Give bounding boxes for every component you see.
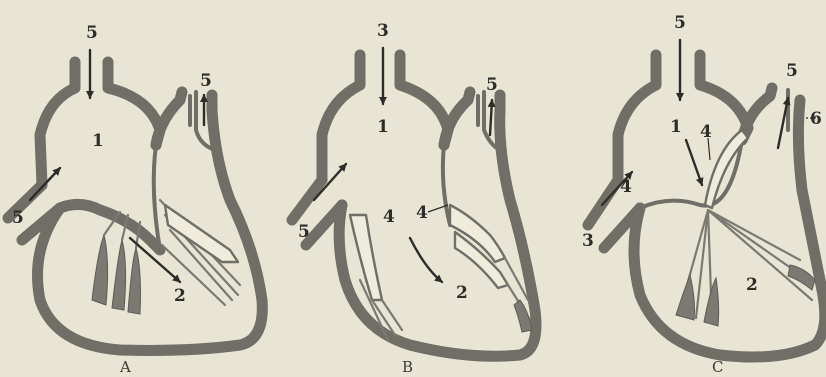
panel-c-arrow-atrium (686, 140, 702, 185)
panel-b-label-vena-in: 5 (298, 222, 310, 242)
panel-c: 5 1 4 3 4 5 6 2 C (582, 13, 825, 376)
panel-b-inlet-vessel-upper (292, 180, 322, 220)
panel-b-caption: B (402, 358, 413, 376)
panel-c-label-extra: 6 (810, 109, 822, 129)
panel-a-label-atrium: 1 (92, 131, 104, 151)
panel-c-label-atrium: 1 (670, 117, 682, 137)
panel-c-label-vena-in: 3 (582, 231, 594, 251)
panel-b-atrium-wall-left (322, 55, 360, 180)
panel-b-label-valve-right: 4 (416, 203, 428, 223)
panel-c-label-ventricle: 2 (746, 275, 758, 295)
panel-a-papillary-muscle-2 (112, 240, 126, 310)
panel-c-outflow-left (742, 88, 772, 140)
panel-a-papillary-muscle-1 (92, 235, 108, 305)
panel-b-atrium-wall-right (400, 55, 448, 145)
panel-a: 5 1 5 5 2 A (8, 23, 262, 376)
panel-c-papillary-muscle-1 (676, 275, 695, 320)
panel-c-label-outflow: 5 (786, 61, 798, 81)
panel-a-label-outflow: 5 (200, 71, 212, 91)
panel-a-atrium-wall-right (108, 62, 160, 145)
panel-b-valve-leaflet-left (350, 215, 382, 300)
panel-c-label-valve-top: 4 (700, 122, 712, 142)
panel-c-caption: C (712, 358, 723, 376)
panel-b-label-aorta-in: 3 (377, 21, 389, 41)
panel-b-outflow-left (444, 92, 470, 145)
panel-c-atrium-wall-left (618, 55, 656, 180)
panel-b-arrow-outflow (490, 100, 492, 135)
panel-b-arrow-ventricle (410, 238, 442, 282)
panel-b-label-valve-left: 4 (383, 207, 395, 227)
panel-b-label-atrium: 1 (377, 117, 389, 137)
panel-a-papillary-muscle-3 (128, 248, 141, 314)
panel-a-outflow-left (156, 92, 182, 145)
panel-a-label-ventricle: 2 (174, 286, 186, 306)
panel-c-label-valve-left: 4 (620, 177, 632, 197)
panel-a-septum (154, 145, 160, 250)
panel-a-atrium-wall-left (40, 62, 75, 185)
panel-b-label-ventricle: 2 (456, 283, 468, 303)
panel-a-caption: A (119, 358, 131, 376)
panel-c-label-aorta-in: 5 (674, 13, 686, 33)
panel-a-ventricle-outline (38, 95, 263, 350)
panel-a-label-vena-in: 5 (12, 208, 24, 228)
panel-b-label-outflow: 5 (486, 75, 498, 95)
panel-c-papillary-muscle-3 (788, 265, 815, 290)
panel-b: 3 1 5 5 4 4 2 B (292, 21, 536, 376)
panel-a-label-aorta-in: 5 (86, 23, 98, 43)
